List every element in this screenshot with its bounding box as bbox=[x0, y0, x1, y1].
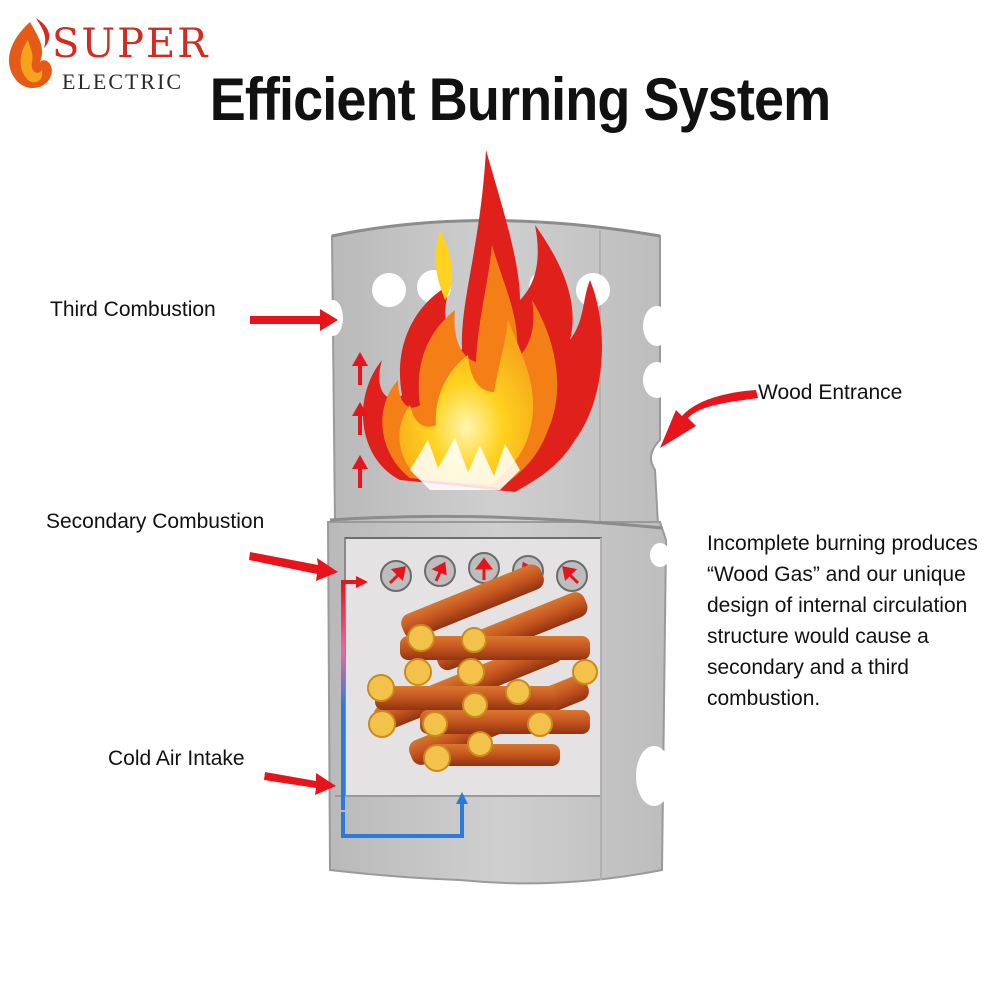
pointer-arrows bbox=[249, 309, 758, 795]
label-wood-entrance: Wood Entrance bbox=[758, 381, 903, 404]
cold-air-intake-arrow bbox=[264, 772, 336, 795]
logo-flame-icon bbox=[8, 18, 52, 89]
secondary-combustion-arrow bbox=[249, 552, 338, 581]
description-text: Incomplete burning produces “Wood Gas” a… bbox=[707, 532, 978, 710]
air-flow-path bbox=[341, 576, 468, 838]
third-combustion-arrow bbox=[250, 309, 338, 331]
logo-electric-text: ELECTRIC bbox=[62, 69, 184, 94]
updraft-arrows bbox=[352, 352, 368, 488]
label-cold-air-intake: Cold Air Intake bbox=[108, 747, 245, 770]
logo-super-text: SUPER bbox=[52, 21, 210, 67]
label-secondary-combustion: Secondary Combustion bbox=[46, 510, 265, 533]
flame-icon bbox=[362, 150, 602, 492]
wood-logs bbox=[367, 564, 598, 772]
wood-entrance-arrow bbox=[660, 390, 758, 448]
brand-logo: SUPER ELECTRIC bbox=[4, 14, 207, 100]
label-third-combustion: Third Combustion bbox=[50, 298, 216, 321]
page-title: Efficient Burning System bbox=[209, 66, 831, 133]
